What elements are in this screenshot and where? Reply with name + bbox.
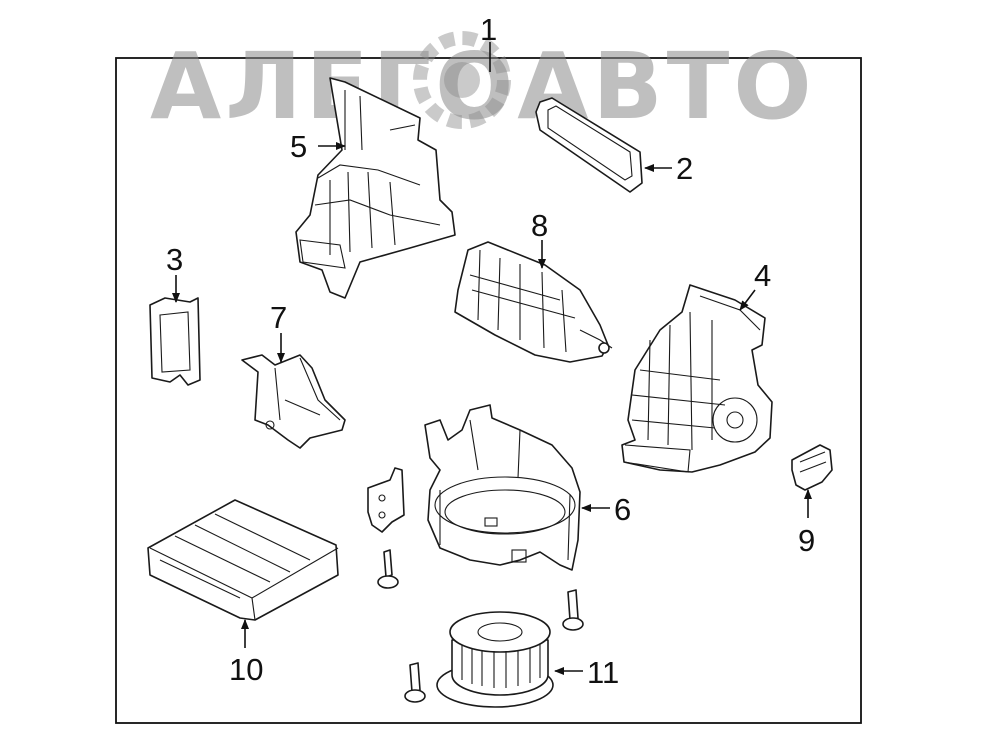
- part-small-bracket: [367, 467, 405, 533]
- callout-6: 6: [614, 492, 631, 527]
- part-5-air-intake-duct: [295, 77, 456, 299]
- callout-10: 10: [229, 652, 263, 687]
- part-10-cabin-filter: [147, 499, 339, 621]
- watermark-gear-icon: [413, 31, 511, 129]
- callout-5: 5: [290, 129, 307, 164]
- part-3-seal: [149, 297, 201, 386]
- screw-2: [562, 589, 584, 631]
- callout-labels: 1 2 3 4 5 6 7 8 9 10 11: [166, 12, 815, 690]
- leader-lines: [172, 42, 812, 675]
- callout-8: 8: [531, 208, 548, 243]
- part-4-blower-case-upper: [621, 284, 773, 473]
- leader-4: [739, 289, 756, 311]
- callout-7: 7: [270, 300, 287, 335]
- callout-11: 11: [587, 655, 619, 690]
- watermark: АЛЕГОАВТО: [150, 31, 816, 140]
- watermark-text: АЛЕГОАВТО: [150, 33, 816, 140]
- callout-3: 3: [166, 242, 183, 277]
- part-6-blower-case-lower: [424, 404, 581, 571]
- part-9-resistor: [791, 444, 833, 491]
- callout-2: 2: [676, 151, 693, 186]
- screw-3: [404, 662, 426, 703]
- part-8-door-housing: [454, 241, 613, 363]
- part-7-duct-bracket: [241, 354, 346, 449]
- callout-1: 1: [480, 12, 497, 47]
- callout-4: 4: [754, 258, 771, 293]
- callout-9: 9: [798, 523, 815, 558]
- part-11-blower-motor: [436, 611, 554, 708]
- screw-1: [377, 549, 399, 589]
- part-2-gasket: [535, 97, 643, 193]
- assembly-frame: [115, 57, 862, 724]
